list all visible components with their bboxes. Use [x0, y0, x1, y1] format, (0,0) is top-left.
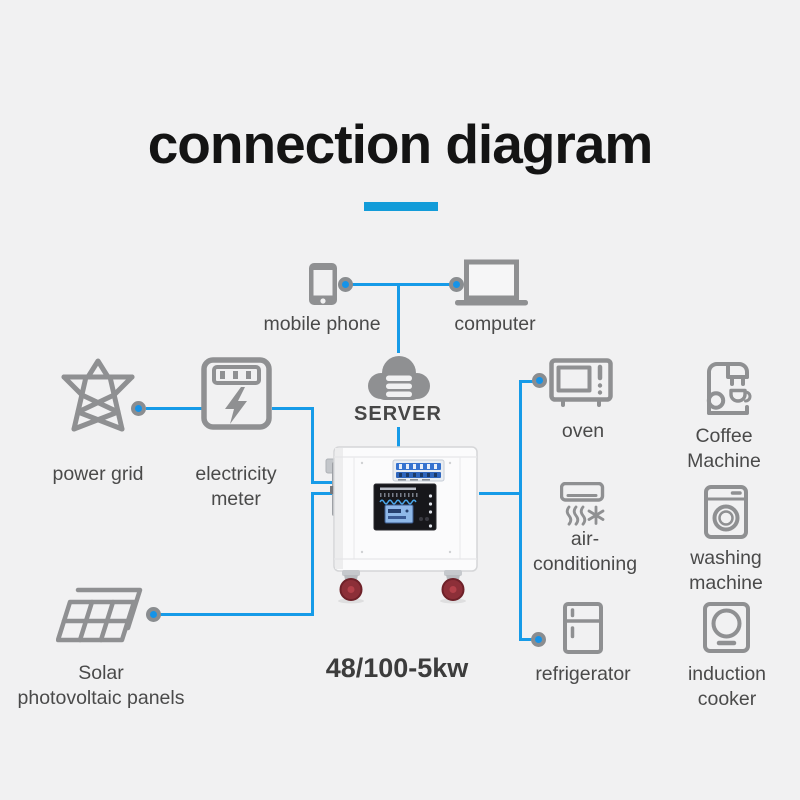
label-server: SERVER: [354, 403, 442, 425]
label-computer: computer: [454, 313, 536, 335]
label-washing-machine: washing machine: [689, 547, 763, 594]
coffee-machine-icon: [703, 360, 753, 416]
connector-line: [146, 407, 203, 410]
label-oven: oven: [561, 420, 605, 442]
refrigerator-icon: [563, 602, 603, 654]
laptop-icon: [455, 259, 528, 306]
connector-dot: [146, 607, 161, 622]
connector-line: [311, 407, 314, 484]
label-air-conditioning: air- conditioning: [532, 528, 638, 575]
connector-line: [479, 492, 522, 495]
energy-storage-device-image: [320, 438, 482, 606]
connector-dot: [531, 632, 546, 647]
connector-line: [397, 427, 400, 449]
microwave-oven-icon: [549, 358, 613, 407]
connector-dot: [449, 277, 464, 292]
label-electricity-meter: electricity meter: [195, 463, 277, 510]
connector-line: [311, 492, 314, 616]
connector-line: [311, 492, 336, 495]
label-device-model: 48/100-5kw: [325, 653, 469, 683]
label-refrigerator: refrigerator: [535, 663, 631, 685]
label-solar-panels: Solar photovoltaic panels: [17, 662, 185, 709]
air-conditioner-icon: [560, 482, 606, 526]
connector-line: [352, 283, 453, 286]
title-underline-bar: [364, 202, 438, 211]
washing-machine-icon: [704, 485, 748, 539]
connector-line: [272, 407, 314, 410]
label-coffee-machine: Coffee Machine: [687, 425, 761, 472]
connector-line: [311, 481, 336, 484]
cloud-server-icon: [362, 352, 435, 404]
connector-line: [519, 638, 534, 641]
label-mobile-phone: mobile phone: [263, 313, 381, 335]
label-induction-cooker: induction cooker: [687, 663, 767, 710]
connector-line: [519, 380, 522, 641]
label-power-grid: power grid: [52, 463, 144, 485]
transmission-tower-icon: [60, 355, 136, 433]
page-title: connection diagram: [147, 113, 654, 175]
connector-dot: [131, 401, 146, 416]
connector-dot: [532, 373, 547, 388]
solar-panel-icon: [56, 586, 144, 648]
smartphone-icon: [307, 261, 339, 307]
electric-meter-icon: [201, 357, 272, 430]
connector-line: [160, 613, 314, 616]
connector-dot: [338, 277, 353, 292]
connector-line: [519, 380, 535, 383]
induction-cooker-icon: [703, 602, 750, 653]
connector-line: [397, 285, 400, 353]
